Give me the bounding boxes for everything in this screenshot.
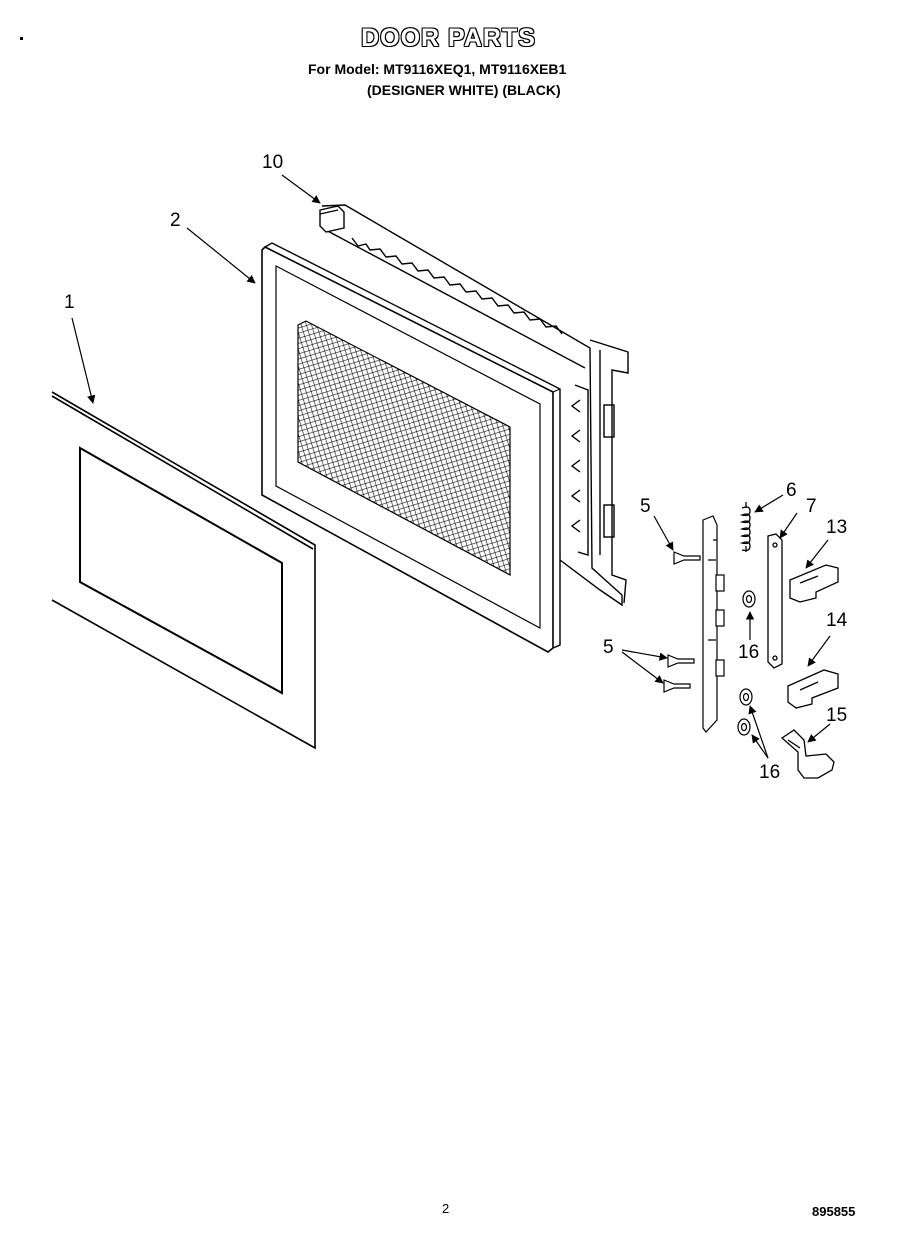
callout-6: 6 [786,480,797,501]
leader-6 [754,494,784,513]
callout-5-upper: 5 [640,496,651,517]
door-inner-panel [261,242,561,653]
latch-hooks [780,564,839,779]
door-frame-assembly [319,204,629,607]
latch-bar [767,533,783,669]
model-numbers: For Model: MT9116XEQ1, MT9116XEB1 [308,61,567,77]
callout-13: 13 [826,517,848,538]
diagram-header: DOOR PARTS [0,24,897,53]
callout-16-upper: 16 [738,642,760,663]
callout-2: 2 [170,210,181,231]
door-outer-glass [51,391,316,750]
callout-7: 7 [806,496,817,517]
leader-16b-upper [748,705,769,759]
leader-5a [653,515,674,551]
callout-15: 15 [826,705,848,726]
latch-assembly [663,515,756,736]
callout-1: 1 [64,292,75,313]
callout-10: 10 [262,152,284,173]
leader-15 [807,723,831,743]
leader-5b-lower [621,651,664,684]
callout-14: 14 [826,610,848,631]
leader-5b-upper [621,649,668,661]
callout-5-lower: 5 [603,637,614,658]
leader-lines [71,174,831,759]
leader-1 [71,317,96,404]
leader-13 [805,539,829,569]
model-colors: (DESIGNER WHITE) (BLACK) [367,82,561,98]
page-number: 2 [442,1201,450,1216]
leader-16b-lower [751,734,769,759]
latch-spring [739,502,751,552]
page-title: DOOR PARTS [361,24,536,52]
corner-mark [20,37,23,40]
leader-14 [807,635,831,667]
document-number: 895855 [812,1204,856,1219]
callout-16-lower: 16 [759,762,781,783]
leader-10 [281,174,321,204]
leader-7 [779,512,798,539]
leader-2 [186,227,256,284]
